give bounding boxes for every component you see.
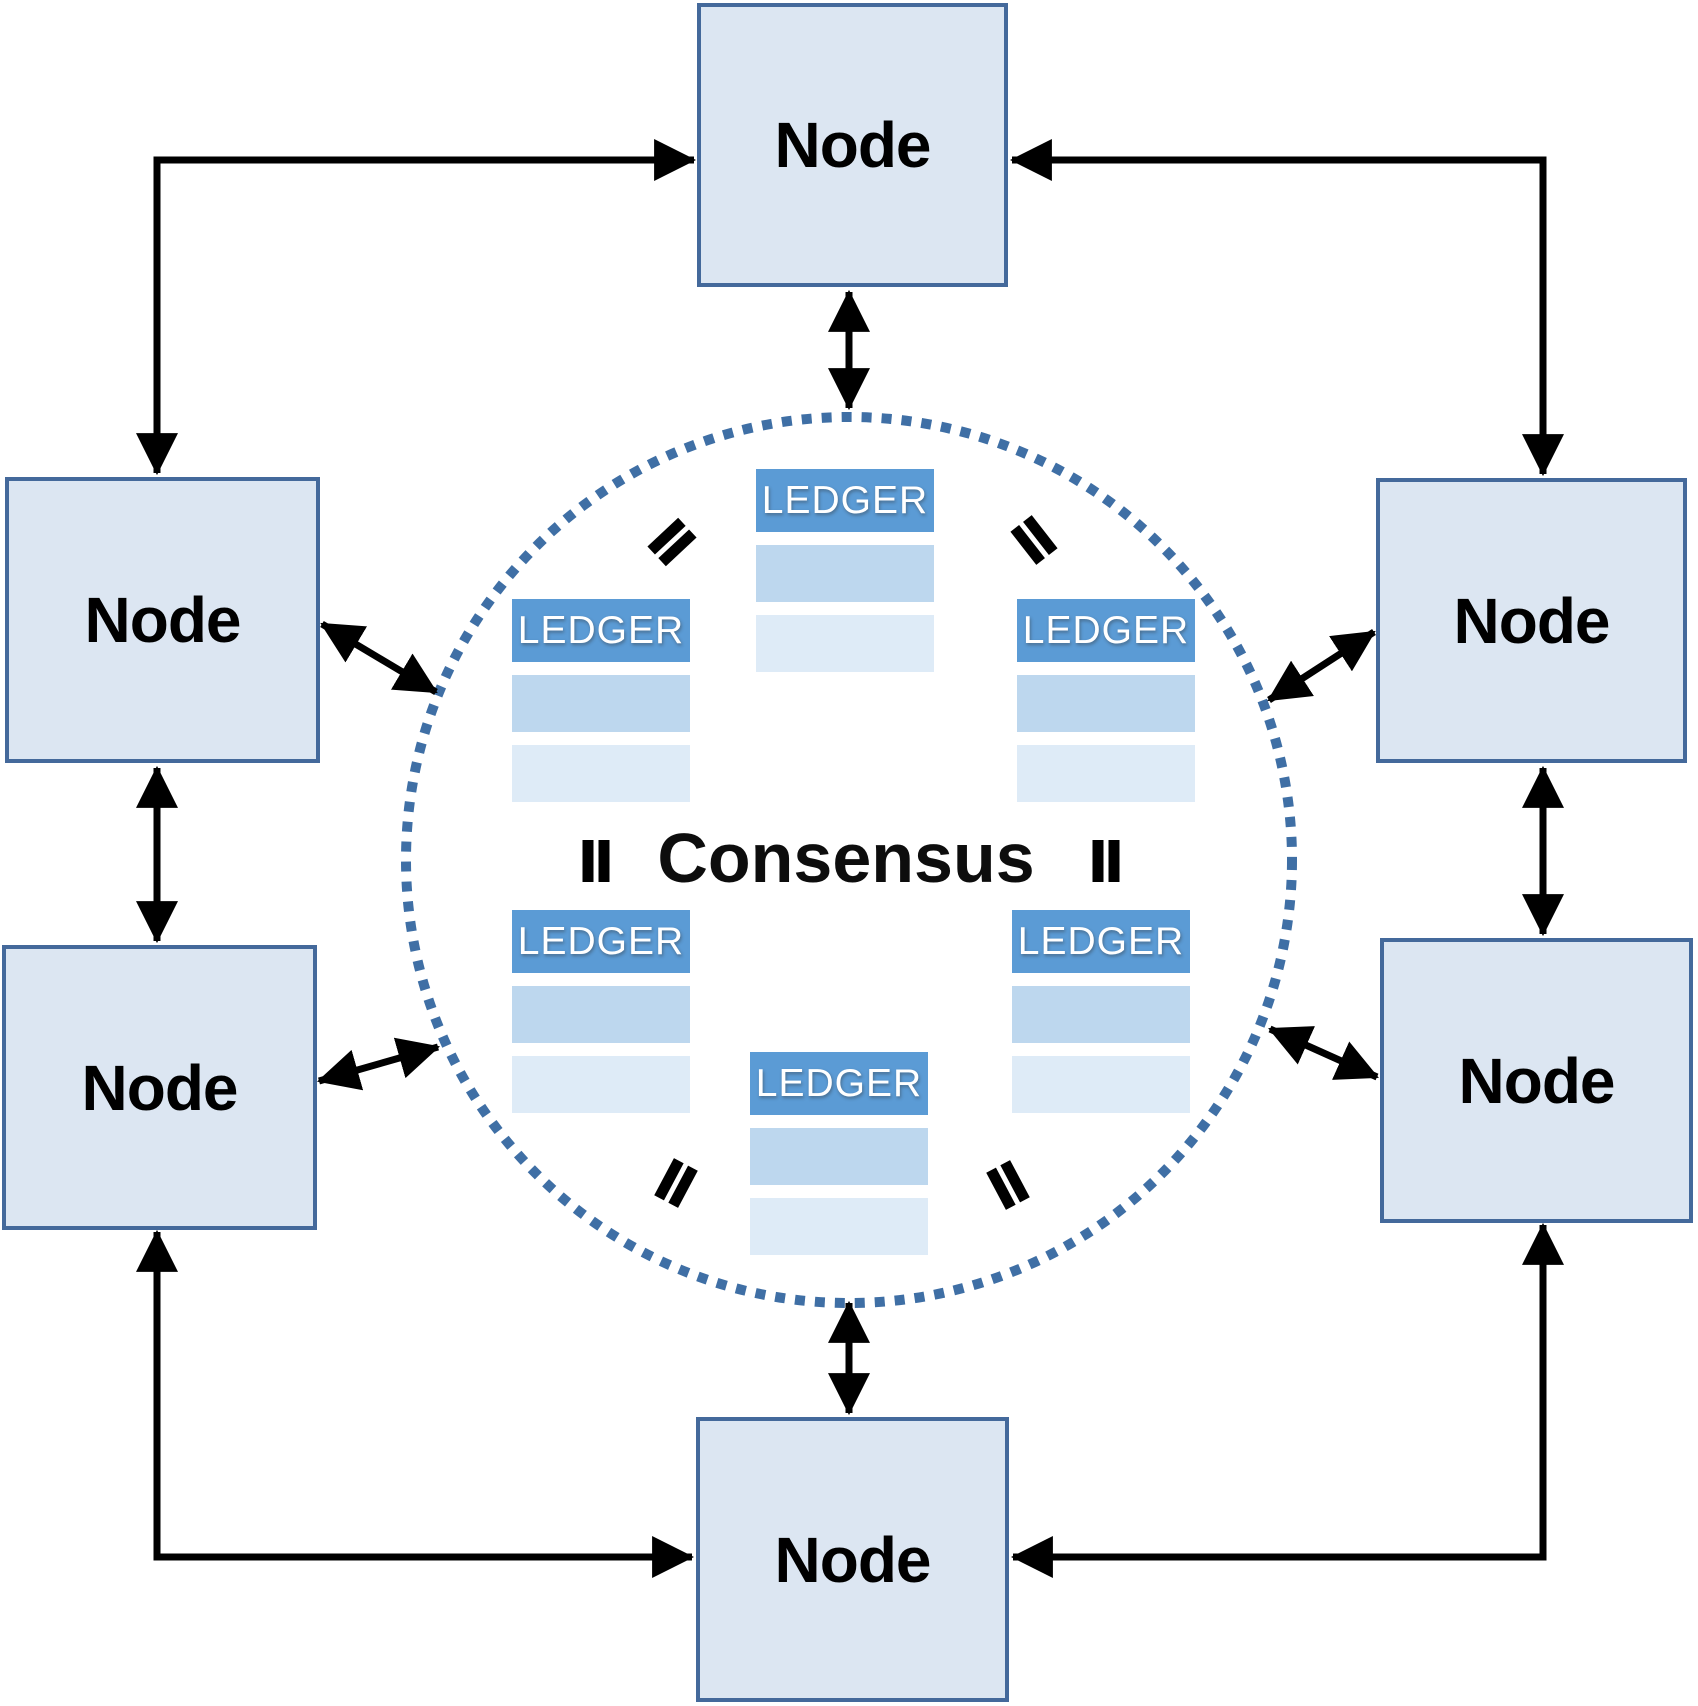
ledger-row [1017,745,1195,802]
connector-lowerright-node-circle [1268,1025,1379,1081]
node-box-bottom: Node [696,1417,1009,1702]
ledger-table-lower-right: LEDGER [1012,910,1190,1113]
ledger-row [1017,675,1195,732]
node-label: Node [1453,584,1611,657]
connector-lowerleft-node-circle [316,1037,441,1091]
ledger-table-upper-left: LEDGER [512,599,690,802]
ledger-table-top: LEDGER [756,469,934,672]
ledger-header: LEDGER [512,910,690,973]
ledger-row [512,1056,690,1113]
node-box-upper-left: Node [5,477,320,763]
ledger-row [756,545,934,602]
ledger-row [750,1128,928,1185]
node-box-lower-left: Node [2,945,317,1230]
node-label: Node [81,1051,239,1124]
ledger-table-lower-left: LEDGER [512,910,690,1113]
ledger-row [512,675,690,732]
node-label: Node [84,584,242,656]
equals-icon [582,840,610,882]
node-box-lower-right: Node [1380,938,1693,1223]
equals-icon [1092,840,1120,882]
ledger-row [512,745,690,802]
ledger-header: LEDGER [512,599,690,662]
ledger-row [512,986,690,1043]
connector-bottomleft-l [136,1229,695,1578]
ledger-table-bottom: LEDGER [750,1052,928,1255]
ledger-header: LEDGER [1012,910,1190,973]
ledger-header: LEDGER [756,469,934,532]
node-label: Node [774,1523,932,1596]
ledger-row [1012,1056,1190,1113]
connector-topleft-l [136,139,697,476]
consensus-label: Consensus [657,819,1035,897]
node-box-top: Node [697,3,1008,287]
connector-bottomright-l [1010,1222,1564,1578]
consensus-dotted-circle [401,412,1297,1308]
ledger-row [756,615,934,672]
ledger-table-upper-right: LEDGER [1017,599,1195,802]
ledger-row [1012,986,1190,1043]
connector-topright-l [1009,139,1564,477]
node-box-upper-right: Node [1376,478,1687,763]
node-label: Node [1458,1044,1616,1117]
node-label: Node [774,109,932,181]
ledger-header: LEDGER [1017,599,1195,662]
ledger-row [750,1198,928,1255]
connector-upperright-node-circle [1267,629,1376,703]
ledger-header: LEDGER [750,1052,928,1115]
connector-upperleft-node-circle [320,620,438,696]
